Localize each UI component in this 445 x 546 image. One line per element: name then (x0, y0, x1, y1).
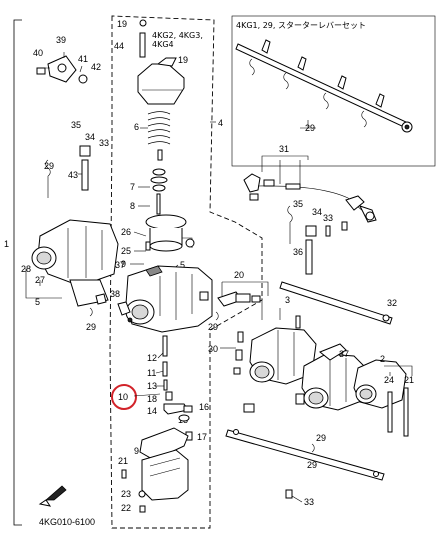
callout-5b: 5 (35, 297, 40, 307)
throttle-link-20: 20 29 30 (208, 270, 269, 375)
jet-44 (139, 32, 146, 58)
callout-33a: 33 (99, 138, 109, 148)
starter-lever-shaft (235, 43, 407, 128)
callout-41: 41 (78, 54, 88, 64)
screw-40 (36, 67, 46, 75)
carburetor-left-assembly: 35 34 33 43 29 1 28 27 5 37 38 29 (4, 120, 125, 332)
plunger-43 (81, 159, 89, 191)
callout-2: 2 (380, 354, 385, 364)
callout-30: 30 (208, 344, 218, 354)
callout-34b: 34 (312, 207, 322, 217)
callout-19b: 19 (178, 55, 188, 65)
cam-lever-group: 40 39 41 42 (33, 35, 101, 84)
lever-arms (261, 39, 385, 108)
callout-29d: 29 (208, 322, 218, 332)
upper-rail (279, 281, 393, 325)
carburetor-right-assemblies: 3 37 2 24 21 (243, 295, 414, 437)
callout-29-inset: 29 (305, 123, 315, 133)
float-14 (163, 403, 189, 415)
catalog-code: 4KG010-6100 (39, 517, 95, 527)
callout-37b: 37 (339, 349, 349, 359)
callout-9b: 9 (134, 446, 139, 456)
screw-19a (139, 19, 147, 27)
callout-17: 17 (197, 432, 207, 442)
starter-lever-inset: 4KG1, 29, スターターレバーセット 29 (231, 15, 436, 167)
callout-42: 42 (91, 62, 101, 72)
callout-43: 43 (68, 170, 78, 180)
starter-linkage-right: 31 35 34 33 36 (243, 144, 377, 275)
callout-26: 26 (121, 227, 131, 237)
callout-35b: 35 (293, 199, 303, 209)
plunger-36 (305, 239, 313, 275)
callout-31: 31 (279, 144, 289, 154)
assembly-bracket-1 (13, 19, 22, 526)
float-bowl-group: 12 11 13 10 18 14 16 15 17 9 21 23 22 (111, 335, 209, 513)
callout-9a: 9 (121, 259, 126, 269)
diaphragm (145, 214, 187, 230)
callout-7: 7 (130, 182, 135, 192)
callout-33b: 33 (323, 213, 333, 223)
cable-end (243, 173, 261, 193)
callout-16: 16 (199, 402, 209, 412)
callout-29c: 29 (86, 322, 96, 332)
direction-arrow-logo (38, 485, 67, 507)
carburetor-top-column: 19 44 4KG2, 4KG3, 4KG4 19 4 6 7 8 26 25 (109, 15, 263, 529)
needle-8 (156, 193, 161, 215)
callout-29f: 29 (316, 433, 326, 443)
callout-39: 39 (56, 35, 66, 45)
callout-32: 32 (387, 298, 397, 308)
callout-29b: 29 (44, 161, 54, 171)
callout-3: 3 (285, 295, 290, 305)
callout-20: 20 (234, 270, 244, 280)
callout-4kg: 4KG2, 4KG3, (152, 31, 203, 40)
callout-8: 8 (130, 201, 135, 211)
callout-33c: 33 (304, 497, 314, 507)
callout-19a: 19 (117, 19, 127, 29)
lever-springs (249, 58, 367, 128)
float-bowl (141, 449, 189, 501)
callout-36: 36 (293, 247, 303, 257)
callout-22: 22 (121, 503, 131, 513)
main-nozzle (162, 335, 168, 357)
callout-21b: 21 (404, 375, 414, 385)
callout-40: 40 (33, 48, 43, 58)
callout-24: 24 (384, 375, 394, 385)
callout-4kg4: 4KG4 (152, 40, 174, 49)
washer-42 (78, 74, 88, 84)
callout-5: 5 (180, 260, 185, 270)
highlight-circle (111, 384, 137, 410)
callout-37a: 37 (115, 260, 125, 270)
callout-4: 4 (218, 118, 223, 128)
inset-header: 4KG1, 29, スターターレバーセット (236, 21, 366, 30)
callout-25: 25 (121, 246, 131, 256)
callout-13: 13 (147, 381, 157, 391)
callout-11: 11 (147, 368, 156, 378)
callout-29e: 29 (307, 460, 317, 470)
callout-18: 18 (147, 394, 157, 404)
callout-1: 1 (4, 239, 9, 249)
gasket-9 (139, 427, 189, 461)
callout-10: 10 (118, 392, 128, 402)
callout-38: 38 (110, 289, 120, 299)
callout-12: 12 (147, 353, 157, 363)
callout-44: 44 (114, 41, 124, 51)
carburetor-body-center (117, 265, 213, 333)
top-cover (137, 63, 185, 105)
callout-14: 14 (147, 406, 157, 416)
callout-34a: 34 (85, 132, 95, 142)
lower-rail (225, 429, 385, 481)
spring-6 (147, 111, 171, 145)
callout-6: 6 (134, 122, 139, 132)
callout-21: 21 (118, 456, 128, 466)
mounting-rails: 32 29 29 33 (225, 281, 397, 507)
callout-35a: 35 (71, 120, 81, 130)
callout-23: 23 (121, 489, 131, 499)
